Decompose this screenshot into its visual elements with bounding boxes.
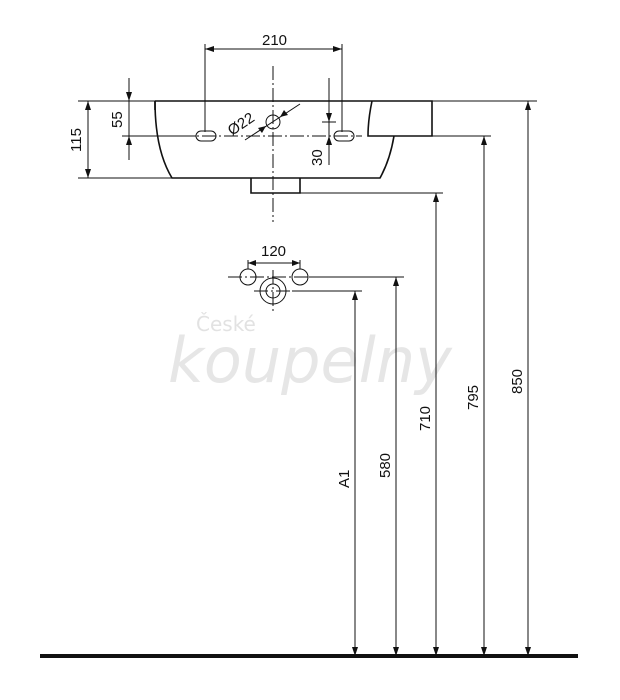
centre-tap-hole <box>265 114 281 130</box>
watermark-line1: České <box>196 312 256 336</box>
basin-width-label: 210 <box>262 32 287 49</box>
tap-depth-label: 55 <box>109 111 126 128</box>
siphon-outlet <box>250 178 301 194</box>
a1-label: A1 <box>336 470 353 488</box>
height-580-label: 580 <box>377 453 394 478</box>
watermark-line2: koupelny <box>168 324 453 397</box>
right-tap-hole <box>333 130 355 142</box>
connection-spacing-label: 120 <box>261 243 286 260</box>
height-795-label: 795 <box>465 385 482 410</box>
height-850-label: 850 <box>509 369 526 394</box>
hole-offset-label: 30 <box>309 149 326 166</box>
hole-diameter-leader <box>244 103 301 141</box>
height-710-label: 710 <box>417 406 434 431</box>
side-height-label: 115 <box>68 128 85 152</box>
basin-outline <box>154 100 433 179</box>
